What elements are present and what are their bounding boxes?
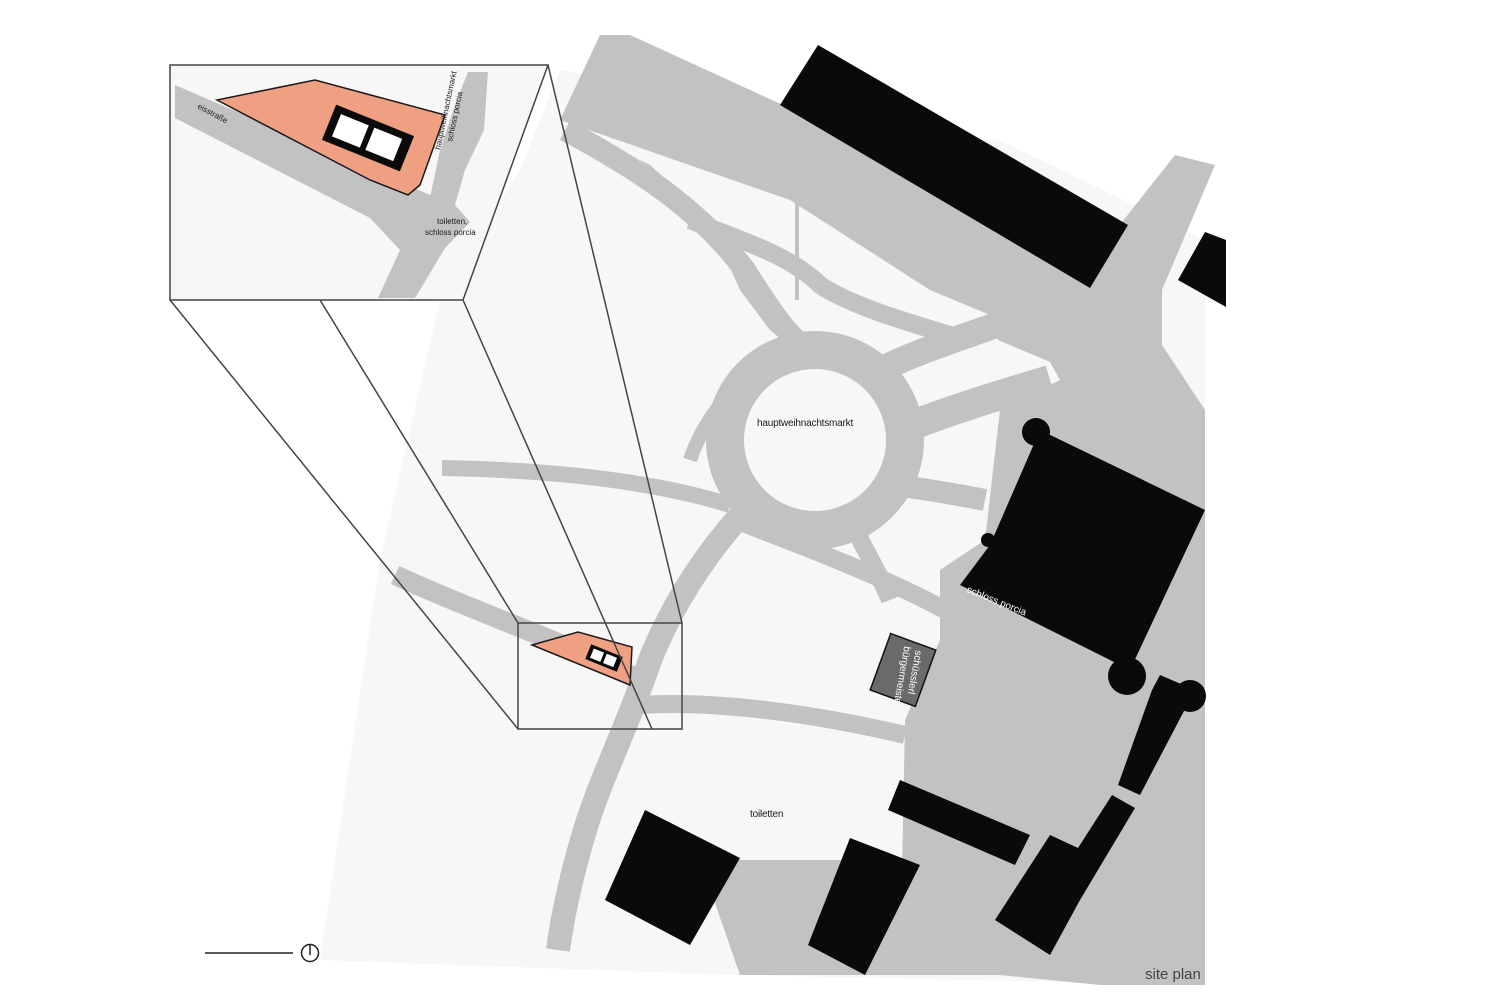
info-box: bürgermeister schüsslerl — [869, 632, 937, 709]
building-top-right — [1178, 232, 1226, 307]
inset-label-toilets-1: toiletten, — [437, 217, 467, 226]
building-east-lower — [995, 795, 1135, 955]
connector-right-2 — [462, 299, 653, 730]
road-spoke-e — [894, 365, 1055, 444]
road-south-curve — [546, 501, 754, 952]
site-kiosk-inset — [321, 104, 415, 172]
road-upper-mid — [686, 211, 953, 344]
inset-road-diagonal — [175, 85, 470, 298]
inset-panel: eisstraße hauptweihnachtsmarkt schloss p… — [169, 64, 550, 301]
inset-label-toilets-2: schloss porcia — [425, 228, 476, 237]
castle-tower-w — [981, 533, 995, 547]
north-arrow-icon — [300, 943, 320, 963]
label-main-market: hauptweihnachtsmarkt — [757, 418, 853, 429]
site-highlight-main — [529, 631, 633, 687]
road-spoke-ne — [874, 307, 1015, 382]
castle-tower-sw — [1108, 657, 1146, 695]
zoom-frame-small — [517, 622, 683, 730]
roundabout-center — [760, 385, 870, 495]
road-spoke-sw-diag — [731, 511, 950, 618]
road-spoke-se — [893, 474, 988, 511]
inset-road-vertical — [430, 72, 488, 222]
castle-tower-nw — [1022, 418, 1050, 446]
road-lower-east — [639, 695, 908, 744]
building-south-left — [605, 810, 740, 945]
page-title: site plan — [1145, 966, 1201, 983]
connector-left-inner — [319, 299, 519, 624]
road-spoke-w — [441, 460, 733, 513]
building-bar — [888, 780, 1030, 865]
site-kiosk-main — [585, 644, 623, 672]
building-top-long — [780, 45, 1128, 288]
building-east-wing — [1118, 675, 1195, 795]
road-spoke-nw — [683, 374, 750, 463]
building-castle — [960, 430, 1205, 670]
road-top — [560, 35, 1215, 985]
road-upper-left — [559, 120, 822, 365]
building-south-mid — [808, 838, 920, 975]
road-spoke-s — [841, 515, 899, 604]
connector-right-1 — [547, 64, 683, 624]
label-toilets: toiletten — [750, 809, 783, 820]
connector-left-outer — [169, 299, 519, 730]
